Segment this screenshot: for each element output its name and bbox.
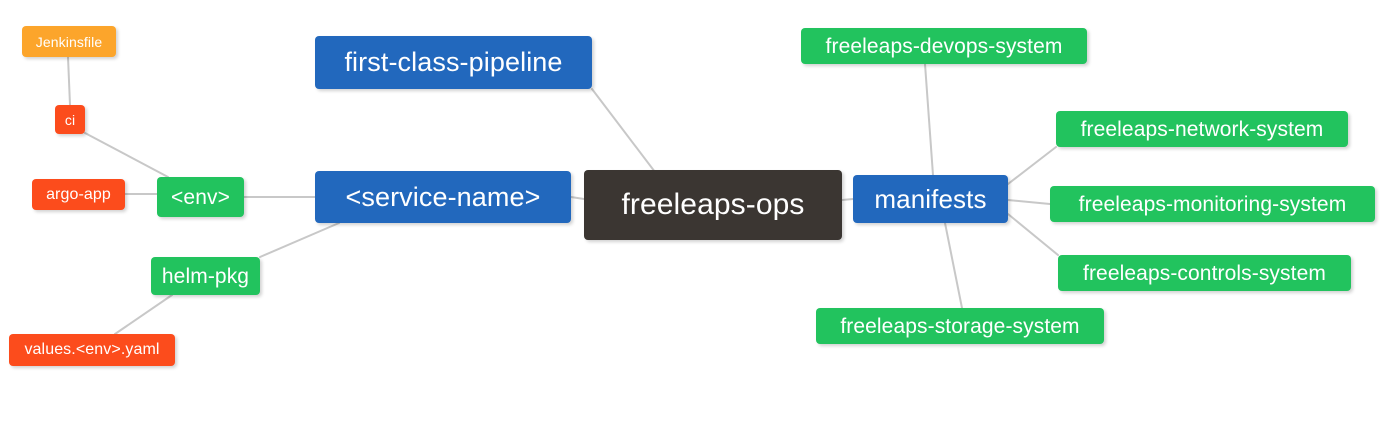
mindmap-node-network[interactable]: freeleaps-network-system [1056, 111, 1348, 147]
mindmap-node-manifests[interactable]: manifests [853, 175, 1008, 223]
mindmap-node-helm[interactable]: helm-pkg [151, 257, 260, 295]
mindmap-node-jenkinsfile[interactable]: Jenkinsfile [22, 26, 116, 57]
mindmap-node-argo[interactable]: argo-app [32, 179, 125, 210]
mindmap-node-env[interactable]: <env> [157, 177, 244, 217]
edge-pipeline-to-root [591, 88, 656, 173]
edge-root-to-manifests [841, 198, 854, 201]
mindmap-node-controls[interactable]: freeleaps-controls-system [1058, 255, 1351, 291]
mindmap-node-monitoring[interactable]: freeleaps-monitoring-system [1050, 186, 1375, 222]
mindmap-node-root[interactable]: freeleaps-ops [584, 170, 842, 240]
edge-values-to-helm [114, 294, 173, 335]
edge-jenkinsfile-to-ci [67, 56, 71, 106]
mindmap-node-service[interactable]: <service-name> [315, 171, 571, 223]
edge-ci-to-env [84, 132, 169, 178]
mindmap-node-pipeline[interactable]: first-class-pipeline [315, 36, 592, 89]
edge-manifests-to-monitoring [1007, 199, 1051, 205]
edge-manifests-to-network [1007, 146, 1057, 185]
mindmap-node-storage[interactable]: freeleaps-storage-system [816, 308, 1104, 344]
edge-helm-to-service [259, 222, 340, 258]
edge-service-to-root [570, 196, 585, 200]
mindmap-node-ci[interactable]: ci [55, 105, 85, 134]
mindmap-node-values[interactable]: values.<env>.yaml [9, 334, 175, 366]
edge-manifests-to-devops [924, 63, 934, 176]
edge-manifests-to-storage [944, 222, 963, 309]
mindmap-node-devops[interactable]: freeleaps-devops-system [801, 28, 1087, 64]
